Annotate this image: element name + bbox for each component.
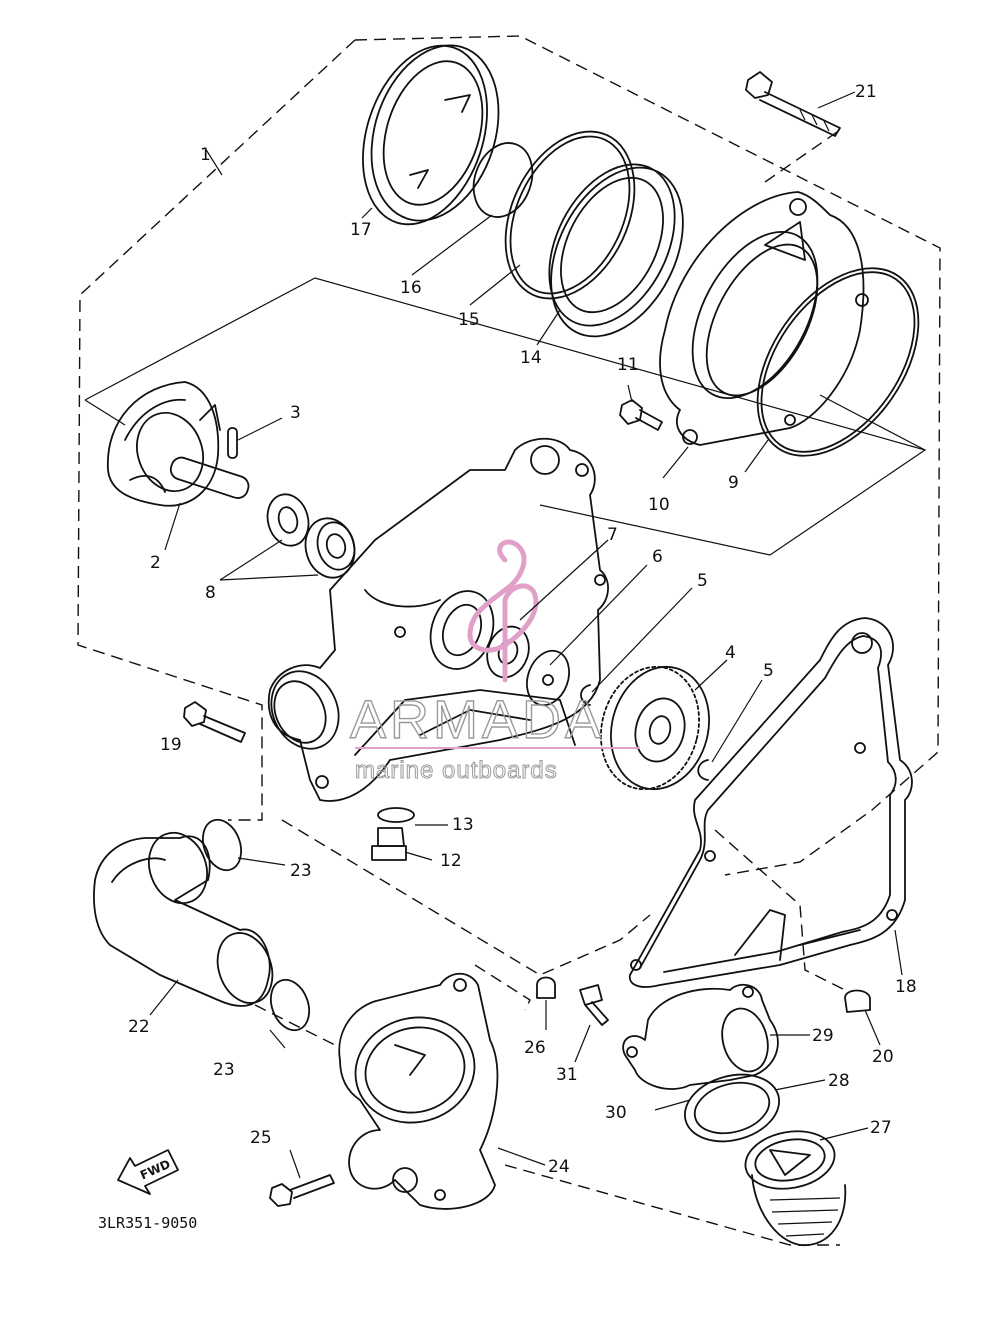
label-part-9: 9 [728,473,739,493]
label-part-27: 27 [870,1118,892,1138]
label-part-20: 20 [872,1047,894,1067]
part-22-elbow-pipe [93,831,274,1007]
part-28-gasket [684,1073,780,1143]
part-20-cap [844,989,871,1013]
label-part-29: 29 [812,1026,834,1046]
part-29-thermostat-cover [622,983,779,1090]
label-part-13: 13 [452,815,474,835]
fwd-arrow-icon: FWD [117,1149,179,1195]
figure-code: 3LR351-9050 [98,1214,197,1232]
part-27-thermostat [744,1130,847,1246]
part-17-seal [362,44,500,226]
label-part-2: 2 [150,553,161,573]
label-part-26: 26 [524,1038,546,1058]
part-9-o-ring [756,267,920,457]
label-part-23-upper: 23 [290,861,312,881]
housing-subgroup-box [84,277,927,556]
label-part-22: 22 [128,1017,150,1037]
label-part-25: 25 [250,1128,272,1148]
label-part-16: 16 [400,278,422,298]
part-26-cap [536,976,556,999]
label-part-24: 24 [548,1157,570,1177]
label-part-30: 30 [605,1103,627,1123]
watermark-brand: ARMADA [350,690,605,750]
part-8-bearings [266,493,356,579]
label-part-14: 14 [520,348,542,368]
watermark-tagline: marine outboards [355,757,558,784]
label-part-28: 28 [828,1071,850,1091]
part-18-gasket [628,617,913,988]
part-labels: 1 2 3 4 5 5 6 7 8 9 10 11 12 13 14 15 16… [128,82,917,1177]
label-part-5-lower: 5 [763,661,774,681]
label-part-19: 19 [160,735,182,755]
part-5-circlips [580,684,709,781]
pump-housing [267,437,609,802]
label-part-8: 8 [205,583,216,603]
part-10-pump-cover [659,191,869,446]
label-part-6: 6 [652,547,663,567]
part-23-o-ring-lower [269,978,311,1032]
part-2-impeller [107,381,250,507]
part-25-bolt [269,1174,335,1207]
part-14-ring [548,163,684,338]
label-part-12: 12 [440,851,462,871]
part-23-o-ring-upper [201,818,243,872]
part-15-o-ring [504,130,636,300]
label-part-31: 31 [556,1065,578,1085]
part-13-o-ring [377,807,415,823]
part-21-bolt [745,71,841,137]
label-part-11: 11 [617,355,639,375]
part-24-thermostat-housing [338,972,499,1210]
leader-lines [149,91,903,1179]
label-part-10: 10 [648,495,670,515]
label-part-18: 18 [895,977,917,997]
assembly-boundary [77,35,941,1246]
part-3-pin [227,427,238,459]
label-part-23-lower: 23 [213,1060,235,1080]
part-19-bolt [183,701,246,743]
label-part-4: 4 [725,643,736,663]
label-part-1: 1 [200,145,211,165]
label-part-17: 17 [350,220,372,240]
part-12-plug [371,827,407,861]
label-part-5-upper: 5 [697,571,708,591]
part-31-bolt [579,984,609,1026]
label-part-7: 7 [607,525,618,545]
part-11-bolt [619,399,663,431]
watermark: ARMADA marine outboards [349,539,640,785]
label-part-15: 15 [458,310,480,330]
label-part-21: 21 [855,82,877,102]
part-16-disc [472,142,534,218]
label-part-3: 3 [290,403,301,423]
part-4-gear [600,665,710,791]
